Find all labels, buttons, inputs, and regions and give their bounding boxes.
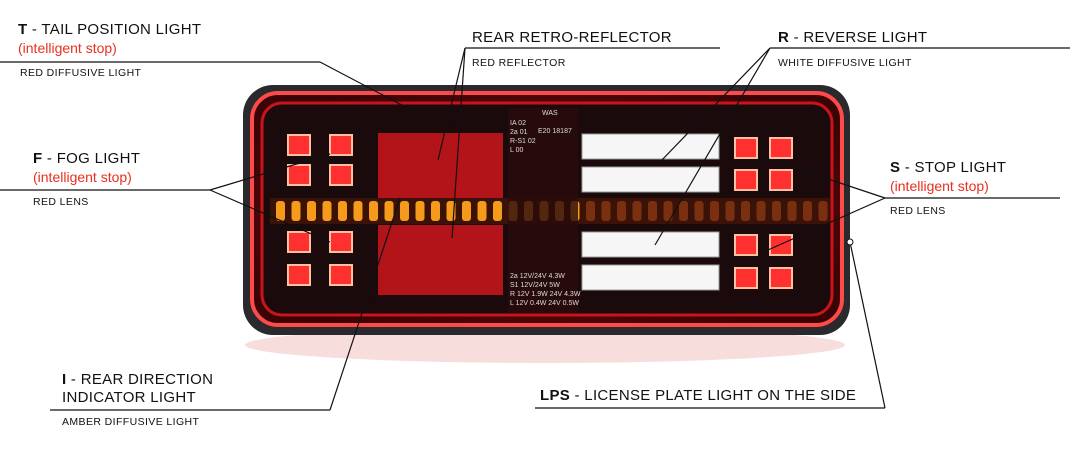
indicator-led bbox=[617, 201, 626, 221]
marking-line: 2a 12V/24V 4.3W bbox=[510, 273, 565, 280]
reflector-title: REAR RETRO-REFLECTOR bbox=[472, 29, 672, 46]
power-ratings: 2a 12V/24V 4.3W S1 12V/24V 5W R 12V 1.9W 2… bbox=[510, 273, 581, 307]
leader-lines bbox=[0, 47, 1070, 411]
indicator-led bbox=[462, 201, 471, 221]
indicator-led bbox=[338, 201, 347, 221]
indicator-led bbox=[369, 201, 378, 221]
tail-light-title: T - TAIL POSITION LIGHT bbox=[18, 21, 202, 38]
marking-line: L 12V 0.4W 24V 0.5W bbox=[510, 300, 579, 307]
indicator-led bbox=[772, 201, 781, 221]
approval-number: E20 18187 bbox=[538, 128, 572, 135]
indicator-led bbox=[803, 201, 812, 221]
indicator-led bbox=[710, 201, 719, 221]
reflector-desc: RED REFLECTOR bbox=[472, 57, 566, 69]
indicator-led bbox=[276, 201, 285, 221]
marking-line: L 00 bbox=[510, 147, 523, 154]
stop-light-title: S - STOP LIGHT bbox=[890, 159, 1007, 176]
indicator-led bbox=[400, 201, 409, 221]
indicator-led bbox=[756, 201, 766, 221]
indicator-led bbox=[431, 201, 440, 221]
indicator-led bbox=[307, 201, 316, 221]
brand-marking: WAS bbox=[542, 110, 558, 117]
indicator-led bbox=[586, 201, 595, 221]
indicator-led bbox=[787, 201, 797, 221]
indicator-led bbox=[725, 201, 735, 221]
license-plate-light-title: LPS - LICENSE PLATE LIGHT ON THE SIDE bbox=[540, 387, 857, 404]
indicator-led bbox=[353, 201, 363, 221]
indicator-led bbox=[493, 201, 502, 221]
indicator-light-desc: AMBER DIFFUSIVE LIGHT bbox=[62, 416, 200, 428]
marking-line: S1 12V/24V 5W bbox=[510, 282, 560, 289]
indicator-led bbox=[477, 201, 487, 221]
approval-codes: IA 02 2a 01 R-S1 02 L 00 bbox=[510, 120, 536, 154]
indicator-led bbox=[648, 201, 657, 221]
fog-light-leds bbox=[287, 134, 353, 286]
indicator-led bbox=[663, 201, 673, 221]
indicator-led bbox=[601, 201, 611, 221]
marking-line: R 12V 1.9W 24V 4.3W bbox=[510, 291, 581, 298]
reverse-light-bars bbox=[581, 133, 720, 291]
stop-light-leds bbox=[734, 137, 793, 289]
retro-reflector-bottom bbox=[378, 225, 503, 295]
fog-light-note: (intelligent stop) bbox=[33, 169, 132, 185]
reverse-light-title: R - REVERSE LIGHT bbox=[778, 29, 928, 46]
marking-line: R-S1 02 bbox=[510, 138, 536, 145]
indicator-led bbox=[694, 201, 704, 221]
indicator-led bbox=[632, 201, 642, 221]
indicator-led bbox=[679, 201, 688, 221]
fog-light-title: F - FOG LIGHT bbox=[33, 150, 141, 167]
marking-line: 2a 01 bbox=[510, 129, 528, 136]
tail-light-desc: RED DIFFUSIVE LIGHT bbox=[20, 67, 142, 79]
indicator-led bbox=[384, 201, 394, 221]
indicator-led bbox=[415, 201, 425, 221]
indicator-led bbox=[818, 201, 828, 221]
indicator-led bbox=[322, 201, 332, 221]
stop-light-desc: RED LENS bbox=[890, 205, 946, 217]
indicator-led bbox=[741, 201, 750, 221]
retro-reflector-top bbox=[378, 133, 503, 198]
stop-light-note: (intelligent stop) bbox=[890, 178, 989, 194]
tail-light-note: (intelligent stop) bbox=[18, 40, 117, 56]
indicator-led bbox=[291, 201, 301, 221]
marking-line: IA 02 bbox=[510, 120, 526, 127]
fog-light-desc: RED LENS bbox=[33, 196, 89, 208]
reverse-light-desc: WHITE DIFFUSIVE LIGHT bbox=[778, 57, 912, 69]
